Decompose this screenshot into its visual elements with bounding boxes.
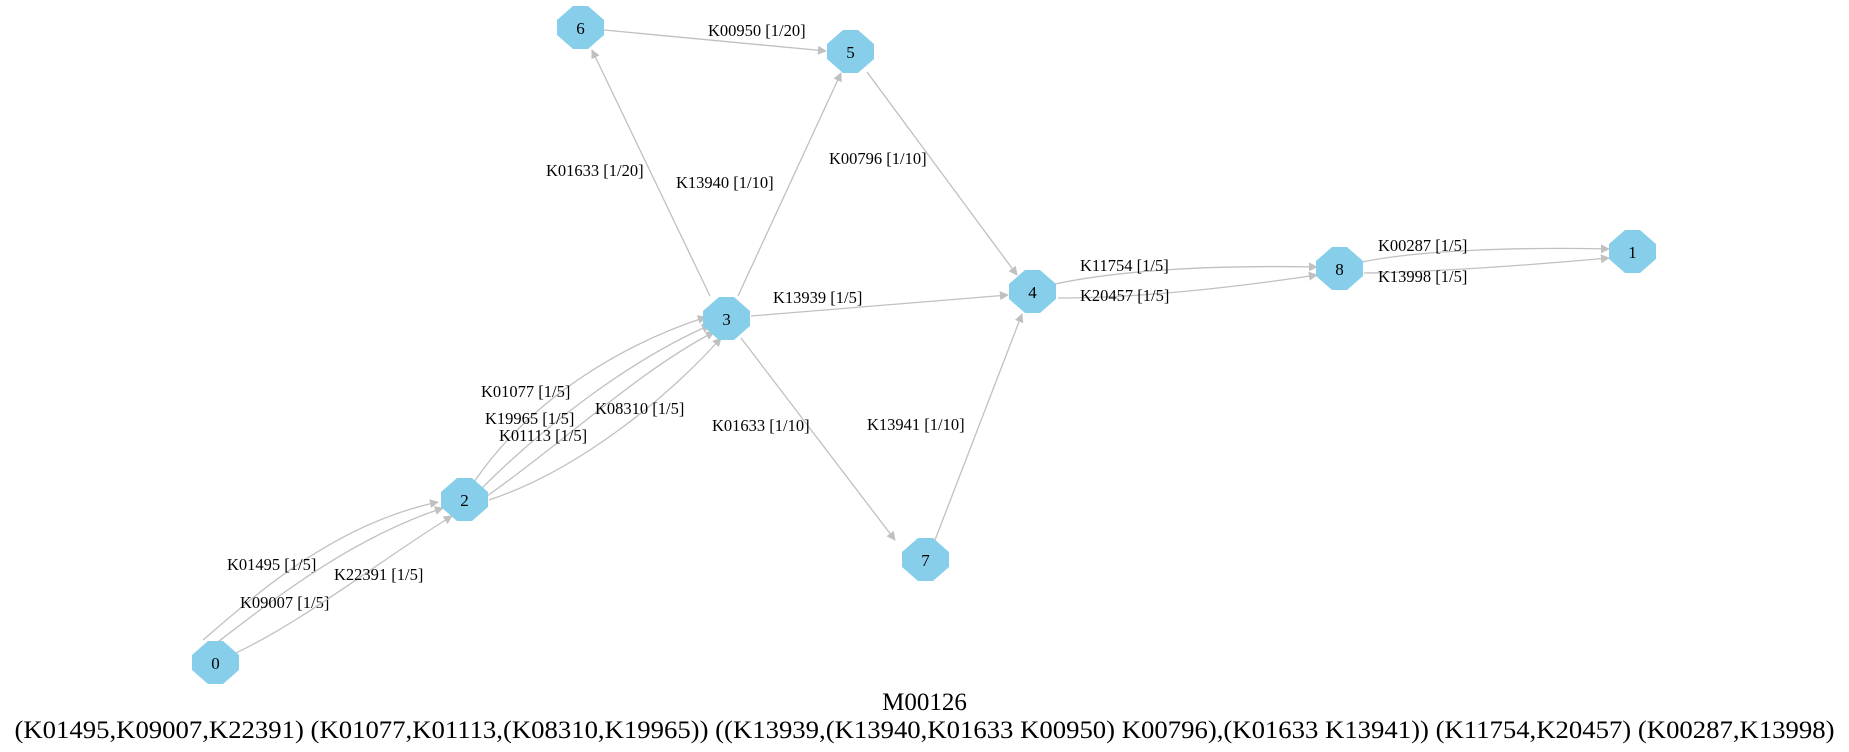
node-label: 0: [211, 654, 220, 673]
edge-8-1-b: K13998 [1/5]: [1363, 254, 1610, 286]
edge-line: [1361, 244, 1610, 263]
edge-label: K13939 [1/5]: [773, 288, 862, 307]
node-1[interactable]: 1: [1609, 230, 1656, 273]
node-octagon: [827, 30, 874, 73]
node-label: 4: [1028, 283, 1037, 302]
node-label: 5: [846, 43, 855, 62]
edge-line: [202, 499, 439, 641]
edge-label: K00287 [1/5]: [1378, 236, 1467, 255]
edges: K01495 [1/5] K09007 [1/5] K22391 [1/5] K…: [202, 21, 1610, 659]
node-label: 1: [1628, 243, 1637, 262]
edge-line: [1057, 271, 1318, 299]
node-6[interactable]: 6: [557, 6, 604, 49]
edge-3-4: K13939 [1/5]: [750, 288, 1009, 317]
edge-line: [737, 72, 842, 297]
edge-line: [1054, 262, 1318, 285]
module-title: M00126: [882, 689, 967, 716]
edge-4-8-b: K20457 [1/5]: [1057, 271, 1318, 305]
node-octagon: [1316, 247, 1363, 290]
edge-label: K01495 [1/5]: [227, 555, 316, 574]
edge-0-2-b: K09007 [1/5]: [209, 506, 444, 649]
node-octagon: [557, 6, 604, 49]
node-octagon: [703, 297, 750, 340]
edge-line: [473, 315, 707, 483]
edge-label: K13941 [1/10]: [867, 415, 965, 434]
edge-label: K19965 [1/5]: [485, 409, 574, 428]
edge-line: [488, 337, 722, 501]
edge-label: K01633 [1/20]: [546, 161, 644, 180]
node-8[interactable]: 8: [1316, 247, 1363, 290]
edge-7-4: K13941 [1/10]: [867, 313, 1024, 541]
edge-label: K09007 [1/5]: [240, 593, 329, 612]
edge-label: K08310 [1/5]: [595, 399, 684, 418]
node-label: 6: [576, 19, 585, 38]
edge-label: K13940 [1/10]: [676, 173, 774, 192]
edge-2-3-a: K01077 [1/5]: [473, 315, 707, 483]
edge-line: [866, 71, 1018, 276]
edge-line: [480, 324, 711, 490]
node-label: 2: [460, 491, 469, 510]
node-label: 8: [1335, 260, 1344, 279]
node-octagon: [902, 538, 949, 581]
edge-label: K20457 [1/5]: [1080, 286, 1169, 305]
edge-3-6: K01633 [1/20]: [546, 49, 711, 297]
node-2[interactable]: 2: [441, 478, 488, 521]
edge-2-3-b: K19965 [1/5]: [480, 324, 711, 490]
edge-5-4: K00796 [1/10]: [829, 71, 1018, 276]
module-formula: (K01495,K09007,K22391) (K01077,K01113,(K…: [15, 717, 1835, 744]
edge-label: K01113 [1/5]: [499, 426, 587, 445]
edge-label: K01633 [1/10]: [712, 416, 810, 435]
node-octagon: [1609, 230, 1656, 273]
node-octagon: [192, 641, 239, 684]
node-0[interactable]: 0: [192, 641, 239, 684]
edge-0-2-a: K01495 [1/5]: [202, 499, 439, 641]
edge-line: [603, 29, 827, 55]
edge-line: [1363, 254, 1610, 274]
edge-4-8-a: K11754 [1/5]: [1054, 256, 1318, 285]
edge-6-5: K00950 [1/20]: [603, 21, 827, 55]
node-label: 7: [921, 551, 930, 570]
edge-label: K13998 [1/5]: [1378, 267, 1467, 286]
node-7[interactable]: 7: [902, 538, 949, 581]
edge-label: K01077 [1/5]: [481, 382, 570, 401]
edge-3-5: K13940 [1/10]: [676, 72, 842, 297]
edge-line: [209, 506, 444, 649]
edge-line: [740, 337, 896, 541]
edge-line: [486, 331, 715, 497]
edge-8-1-a: K00287 [1/5]: [1361, 236, 1610, 263]
edge-3-7: K01633 [1/10]: [712, 337, 896, 541]
edge-label: K11754 [1/5]: [1080, 256, 1169, 275]
node-octagon: [1009, 270, 1056, 313]
edge-line: [934, 313, 1024, 541]
edge-line: [750, 291, 1009, 317]
edge-2-3-c: K01113 [1/5]: [486, 331, 715, 497]
node-label: 3: [722, 310, 731, 329]
node-octagon: [441, 478, 488, 521]
node-3[interactable]: 3: [703, 297, 750, 340]
edge-line: [591, 49, 711, 297]
node-5[interactable]: 5: [827, 30, 874, 73]
nodes: 0 1 2 3 4 5 6 7: [192, 6, 1656, 684]
edge-label: K00796 [1/10]: [829, 149, 927, 168]
edge-label: K22391 [1/5]: [334, 565, 423, 584]
node-4[interactable]: 4: [1009, 270, 1056, 313]
edge-2-3-d: K08310 [1/5]: [488, 337, 722, 501]
edge-0-2-c: K22391 [1/5]: [224, 515, 453, 659]
edge-label: K00950 [1/20]: [708, 21, 806, 40]
edge-line: [224, 515, 453, 659]
